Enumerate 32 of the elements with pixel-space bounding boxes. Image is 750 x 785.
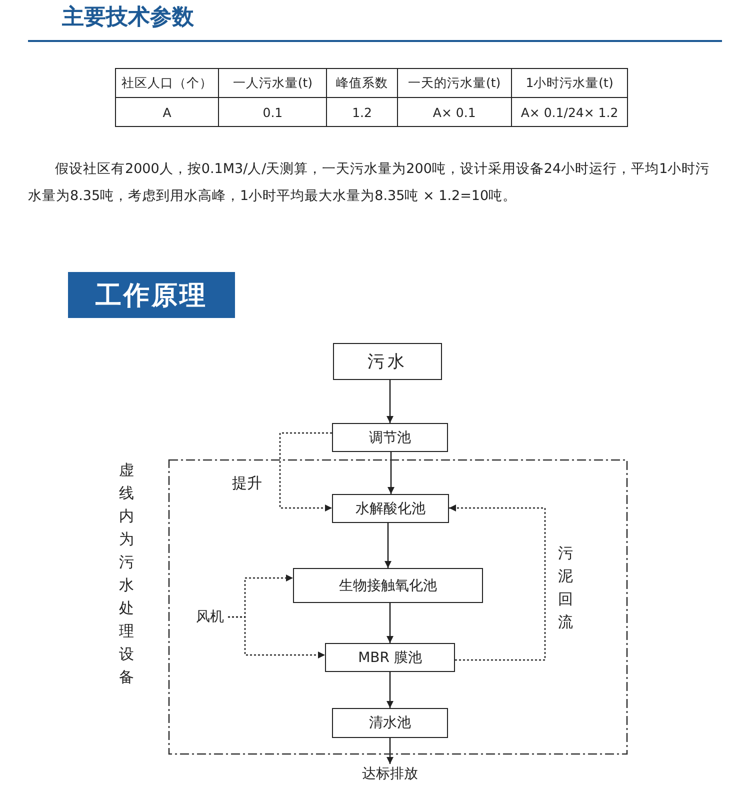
- edge-label: 提升: [232, 474, 262, 493]
- arrow: [386, 603, 394, 643]
- arrow: [388, 452, 394, 494]
- table-cell: A× 0.1/24× 1.2: [512, 98, 628, 126]
- process-box: 调节池: [332, 423, 448, 452]
- table-cell: 一人污水量(t): [218, 68, 327, 98]
- table-cell: A: [116, 98, 218, 126]
- arrow: [386, 380, 394, 423]
- process-box: 水解酸化池: [332, 494, 449, 523]
- section-heading: 工作原理: [68, 272, 235, 318]
- dotted-arrow: [228, 616, 325, 658]
- process-box: 污水: [333, 343, 442, 380]
- table-cell: 1.2: [326, 98, 398, 126]
- table-cell: 0.1: [218, 98, 327, 126]
- paragraph: 假设社区有2000人，按0.1M3/人/天测算，一天污水量为200吨，设计采用设备24小时运行，平均1小时污水量为8.35吨，考虑到用水高峰，1小时平均最大水量为8.35吨 × 1.2=10吨。: [28, 160, 711, 206]
- dotted-arrow: [449, 504, 546, 661]
- arrow: [384, 523, 392, 568]
- arrow: [386, 738, 394, 764]
- group-title: 虚线内为污水处理设备: [119, 460, 135, 688]
- table-cell: 社区人口（个）: [116, 68, 218, 98]
- section-heading: 主要技术参数: [62, 4, 194, 32]
- flow-text: 风机: [192, 607, 228, 627]
- table-cell: 1小时污水量(t): [512, 68, 628, 98]
- table-cell: 峰值系数: [326, 68, 398, 98]
- table-cell: A× 0.1: [397, 98, 512, 126]
- arrow: [386, 672, 394, 708]
- process-box: 清水池: [332, 708, 448, 738]
- dotted-arrow: [279, 432, 332, 512]
- process-box: MBR 膜池: [325, 643, 455, 672]
- flow-text: 达标排放: [350, 764, 430, 784]
- table-cell: 一天的污水量(t): [397, 68, 512, 98]
- process-box: 生物接触氧化池: [293, 568, 483, 603]
